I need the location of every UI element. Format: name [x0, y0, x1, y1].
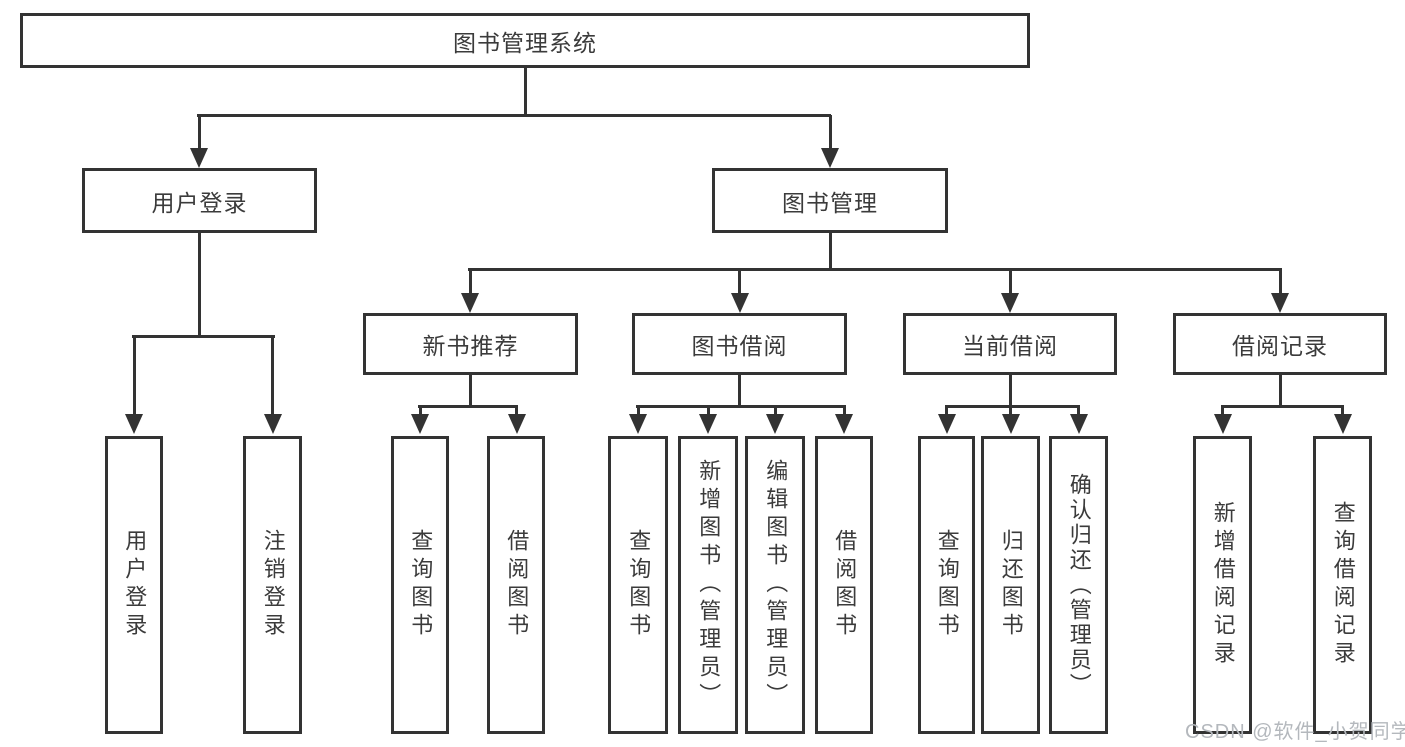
- connector-arrow-stem: [469, 269, 472, 293]
- connector-line: [829, 233, 832, 271]
- connector-line: [198, 233, 201, 338]
- leaf-query-books-borrowing: 查询图书: [608, 436, 668, 734]
- node-label: 确认归还（管理员）: [1066, 472, 1092, 698]
- arrow-down-icon: [411, 414, 429, 434]
- arrow-down-icon: [766, 414, 784, 434]
- connector-arrow-stem: [1009, 406, 1012, 416]
- connector-line: [418, 405, 518, 408]
- node-label: 图书管理: [782, 189, 878, 216]
- connector-arrow-stem: [843, 406, 846, 416]
- node-label: 查询图书: [934, 529, 960, 641]
- node-new-book-recommendation: 新书推荐: [363, 313, 578, 375]
- connector-arrow-stem: [1341, 406, 1344, 416]
- node-label: 图书借阅: [691, 333, 788, 359]
- arrow-down-icon: [821, 148, 839, 168]
- connector-line: [636, 405, 846, 408]
- arrow-down-icon: [1334, 414, 1352, 434]
- arrow-down-icon: [699, 414, 717, 434]
- leaf-confirm-return-admin: 确认归还（管理员）: [1049, 436, 1108, 734]
- connector-arrow-stem: [1279, 269, 1282, 293]
- leaf-query-books-current: 查询图书: [918, 436, 975, 734]
- arrow-down-icon: [1214, 414, 1232, 434]
- leaf-borrow-books-borrowing: 借阅图书: [815, 436, 873, 734]
- node-label: 新书推荐: [422, 333, 519, 359]
- node-label: 用户登录: [122, 529, 148, 641]
- node-book-management: 图书管理: [712, 168, 948, 233]
- connector-line: [1221, 405, 1344, 408]
- leaf-query-borrow-record: 查询借阅记录: [1313, 436, 1372, 734]
- node-borrowing-records: 借阅记录: [1173, 313, 1387, 375]
- arrow-down-icon: [1070, 414, 1088, 434]
- leaf-add-borrow-record: 新增借阅记录: [1193, 436, 1252, 734]
- connector-arrow-stem: [774, 406, 777, 416]
- connector-arrow-stem: [271, 336, 274, 414]
- node-label: 查询图书: [626, 529, 652, 641]
- connector-line: [197, 114, 831, 117]
- connector-arrow-stem: [133, 336, 136, 414]
- arrow-down-icon: [461, 293, 479, 313]
- node-label: 用户登录: [151, 189, 248, 216]
- arrow-down-icon: [190, 148, 208, 168]
- node-label: 归还图书: [998, 529, 1024, 641]
- leaf-return-books: 归还图书: [981, 436, 1040, 734]
- arrow-down-icon: [1271, 293, 1289, 313]
- node-label: 新增图书（管理员）: [696, 459, 722, 711]
- leaf-query-books-recommend: 查询图书: [391, 436, 449, 734]
- connector-line: [468, 268, 1282, 271]
- connector-line: [738, 375, 741, 408]
- connector-line: [524, 68, 527, 117]
- node-label: 借阅记录: [1232, 333, 1328, 359]
- arrow-down-icon: [125, 414, 143, 434]
- arrow-down-icon: [835, 414, 853, 434]
- node-label: 注销登录: [260, 529, 286, 641]
- connector-line: [1279, 375, 1282, 408]
- node-label: 查询借阅记录: [1330, 501, 1356, 669]
- connector-arrow-stem: [419, 406, 422, 416]
- node-label: 借阅图书: [832, 529, 858, 641]
- connector-arrow-stem: [945, 406, 948, 416]
- connector-arrow-stem: [1009, 269, 1012, 293]
- arrow-down-icon: [508, 414, 526, 434]
- connector-line: [469, 375, 472, 408]
- watermark-text: CSDN @软件_小贺同学: [1185, 721, 1405, 743]
- node-user-login: 用户登录: [82, 168, 317, 233]
- connector-arrow-stem: [198, 115, 201, 148]
- arrow-down-icon: [1002, 414, 1020, 434]
- arrow-down-icon: [938, 414, 956, 434]
- arrow-down-icon: [629, 414, 647, 434]
- arrow-down-icon: [1001, 293, 1019, 313]
- arrow-down-icon: [264, 414, 282, 434]
- leaf-user-login: 用户登录: [105, 436, 163, 734]
- node-label: 查询图书: [408, 529, 434, 641]
- arrow-down-icon: [731, 293, 749, 313]
- node-label: 编辑图书（管理员）: [763, 459, 789, 711]
- leaf-add-book-admin: 新增图书（管理员）: [678, 436, 738, 734]
- connector-arrow-stem: [637, 406, 640, 416]
- connector-arrow-stem: [515, 406, 518, 416]
- node-label: 借阅图书: [504, 529, 530, 641]
- leaf-edit-book-admin: 编辑图书（管理员）: [745, 436, 805, 734]
- node-label: 新增借阅记录: [1210, 501, 1236, 669]
- connector-arrow-stem: [829, 115, 832, 148]
- leaf-logout: 注销登录: [243, 436, 302, 734]
- connector-line: [1009, 375, 1012, 408]
- node-label: 图书管理系统: [453, 29, 597, 56]
- leaf-borrow-books-recommend: 借阅图书: [487, 436, 545, 734]
- node-current-borrowing: 当前借阅: [903, 313, 1117, 375]
- connector-arrow-stem: [707, 406, 710, 416]
- node-book-mgmt-system: 图书管理系统: [20, 13, 1030, 68]
- connector-arrow-stem: [1077, 406, 1080, 416]
- node-label: 当前借阅: [962, 333, 1058, 359]
- connector-line: [132, 335, 275, 338]
- node-book-borrowing: 图书借阅: [632, 313, 847, 375]
- connector-arrow-stem: [1221, 406, 1224, 416]
- connector-line: [945, 405, 1080, 408]
- connector-arrow-stem: [738, 269, 741, 293]
